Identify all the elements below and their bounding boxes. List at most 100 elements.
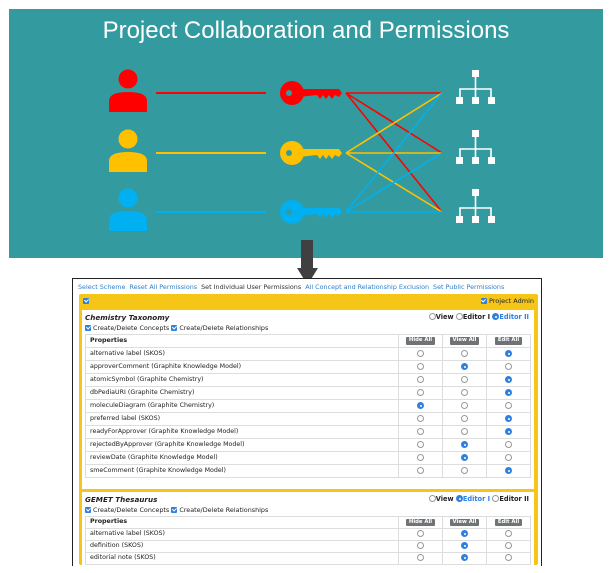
edit-all-button[interactable]: Edit All bbox=[494, 518, 523, 527]
project-admin-option[interactable]: Project Admin bbox=[480, 297, 534, 305]
table-row: reviewDate (Graphite Knowledge Model) bbox=[85, 451, 531, 465]
hide-radio[interactable] bbox=[417, 401, 424, 409]
hide-radio[interactable] bbox=[417, 362, 424, 370]
edit-radio[interactable] bbox=[505, 362, 512, 370]
hierarchy-node bbox=[456, 157, 463, 164]
checkbox-icon[interactable] bbox=[480, 298, 487, 304]
role-option[interactable]: Editor II bbox=[492, 313, 529, 321]
key-hole bbox=[286, 90, 292, 96]
scheme-card: GEMET Thesaurus View Editor I Editor II … bbox=[82, 492, 534, 565]
user-icon-head bbox=[118, 188, 138, 208]
checkbox-icon[interactable] bbox=[171, 507, 178, 513]
role-option[interactable]: Editor II bbox=[492, 495, 529, 503]
edit-radio[interactable] bbox=[505, 466, 512, 474]
project-admin-label: Project Admin bbox=[488, 297, 534, 305]
role-option[interactable]: Editor I bbox=[455, 495, 490, 503]
role-option[interactable]: View bbox=[428, 495, 454, 503]
edit-radio[interactable] bbox=[505, 542, 512, 550]
tab-set-public-permissions[interactable]: Set Public Permissions bbox=[433, 283, 505, 291]
hide-radio[interactable] bbox=[417, 349, 424, 357]
edit-radio[interactable] bbox=[505, 440, 512, 448]
property-label: dbPediaURI (Graphite Chemistry) bbox=[85, 386, 399, 400]
hide-radio[interactable] bbox=[417, 554, 424, 562]
view-radio[interactable] bbox=[461, 388, 468, 396]
view-radio[interactable] bbox=[461, 349, 468, 357]
table-row: alternative label (SKOS) bbox=[85, 347, 531, 361]
view-all-button[interactable]: View All bbox=[449, 518, 480, 527]
view-radio[interactable] bbox=[461, 542, 468, 550]
user-icon-head bbox=[118, 129, 138, 149]
user-icon bbox=[109, 92, 147, 112]
edit-radio[interactable] bbox=[505, 375, 512, 383]
radio-icon[interactable] bbox=[455, 313, 463, 320]
view-radio[interactable] bbox=[461, 427, 468, 435]
role-option[interactable]: Editor I bbox=[455, 313, 490, 321]
scheme-permissions: Create/Delete Concepts Create/Delete Rel… bbox=[85, 323, 531, 334]
edit-radio[interactable] bbox=[505, 554, 512, 562]
checkbox-icon[interactable] bbox=[85, 325, 91, 331]
radio-icon[interactable] bbox=[492, 495, 500, 502]
hide-radio[interactable] bbox=[417, 388, 424, 396]
edit-radio[interactable] bbox=[505, 530, 512, 538]
role-option[interactable]: View bbox=[428, 313, 454, 321]
table-row: preferred label (SKOS) bbox=[85, 412, 531, 426]
hide-radio[interactable] bbox=[417, 375, 424, 383]
view-radio[interactable] bbox=[461, 453, 468, 461]
view-radio[interactable] bbox=[461, 554, 468, 562]
radio-icon[interactable] bbox=[428, 313, 436, 320]
hide-radio[interactable] bbox=[417, 466, 424, 474]
tab-reset-all-permissions[interactable]: Reset All Permissions bbox=[129, 283, 198, 291]
select-all-checkbox[interactable] bbox=[83, 298, 89, 304]
hide-all-button[interactable]: Hide All bbox=[405, 337, 436, 345]
key-shaft bbox=[299, 89, 342, 99]
key-hierarchy-link bbox=[345, 152, 443, 213]
hide-radio[interactable] bbox=[417, 414, 424, 422]
view-all-button[interactable]: View All bbox=[449, 337, 480, 345]
radio-icon[interactable] bbox=[428, 495, 436, 502]
table-row: readyForApprover (Graphite Knowledge Mod… bbox=[85, 425, 531, 439]
hide-radio[interactable] bbox=[417, 542, 424, 550]
scheme-title: Chemistry Taxonomy bbox=[85, 313, 170, 322]
view-radio[interactable] bbox=[461, 440, 468, 448]
edit-radio[interactable] bbox=[505, 349, 512, 357]
property-label: reviewDate (Graphite Knowledge Model) bbox=[85, 451, 399, 465]
edit-radio[interactable] bbox=[505, 427, 512, 435]
tab-select-scheme[interactable]: Select Scheme bbox=[78, 283, 126, 291]
view-radio[interactable] bbox=[461, 401, 468, 409]
hide-radio[interactable] bbox=[417, 530, 424, 538]
edit-radio[interactable] bbox=[505, 414, 512, 422]
role-label: View bbox=[435, 313, 454, 321]
view-radio[interactable] bbox=[461, 466, 468, 474]
hierarchy-lines bbox=[459, 196, 492, 216]
view-radio[interactable] bbox=[461, 414, 468, 422]
tab-all-concept-and-relationship-exclusion[interactable]: All Concept and Relationship Exclusion bbox=[305, 283, 430, 291]
view-radio[interactable] bbox=[461, 362, 468, 370]
hide-radio[interactable] bbox=[417, 453, 424, 461]
scheme-permissions: Create/Delete Concepts Create/Delete Rel… bbox=[85, 505, 531, 516]
hierarchy-node bbox=[472, 216, 479, 223]
hide-all-button[interactable]: Hide All bbox=[405, 518, 436, 527]
permission-label: Create/Delete Relationships bbox=[179, 506, 269, 514]
edit-radio[interactable] bbox=[505, 401, 512, 409]
table-header: Properties Hide All View All Edit All bbox=[85, 516, 531, 529]
checkbox-icon[interactable] bbox=[171, 325, 178, 331]
edit-all-button[interactable]: Edit All bbox=[494, 337, 523, 345]
property-label: definition (SKOS) bbox=[85, 540, 399, 553]
table-row: alternative label (SKOS) bbox=[85, 528, 531, 541]
view-radio[interactable] bbox=[461, 375, 468, 383]
arrow-down-icon bbox=[297, 240, 318, 285]
hide-radio[interactable] bbox=[417, 427, 424, 435]
hide-radio[interactable] bbox=[417, 440, 424, 448]
radio-icon[interactable] bbox=[455, 495, 463, 502]
radio-icon[interactable] bbox=[492, 313, 500, 320]
view-radio[interactable] bbox=[461, 530, 468, 538]
property-label: alternative label (SKOS) bbox=[85, 528, 399, 541]
edit-radio[interactable] bbox=[505, 388, 512, 396]
tab-set-individual-user-permissions[interactable]: Set Individual User Permissions bbox=[201, 283, 302, 291]
edit-radio[interactable] bbox=[505, 453, 512, 461]
property-label: alternative label (SKOS) bbox=[85, 347, 399, 361]
banner: Project Collaboration and Permissions bbox=[9, 9, 603, 258]
checkbox-icon[interactable] bbox=[85, 507, 91, 513]
